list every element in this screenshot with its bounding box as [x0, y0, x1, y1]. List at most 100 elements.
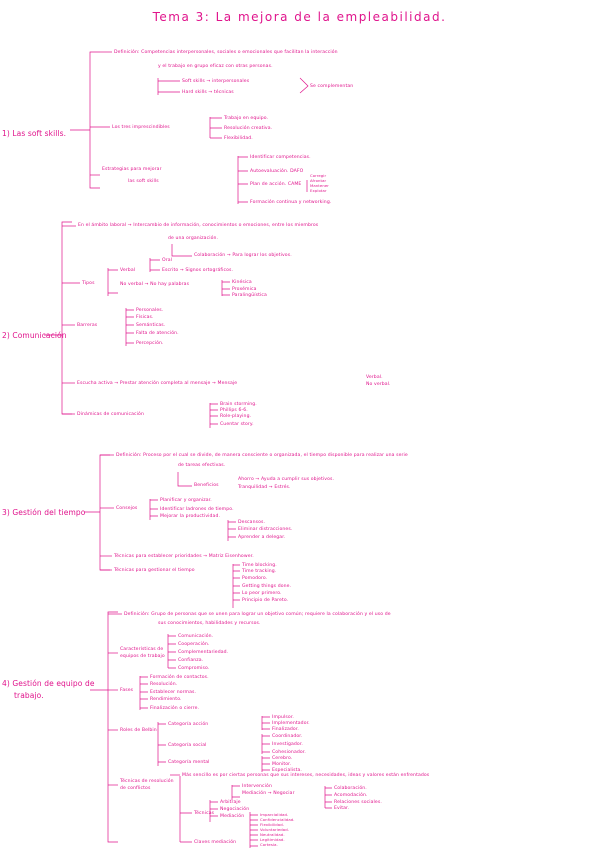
s2-types: Tipos — [82, 281, 95, 286]
section-3-heading: 3) Gestión del tiempo — [2, 508, 86, 517]
s2-dyn: Brain storming. — [220, 402, 257, 407]
s2-collab: Colaboración → Para lograr los objetivos… — [194, 253, 292, 258]
s3-tip2: Descansos. — [238, 520, 266, 525]
s1-hard: Hard skills → técnicas — [182, 90, 234, 95]
s4-cat-item: Monitor. — [272, 762, 292, 767]
s4-characteristics: Características de — [120, 647, 164, 652]
s1-soft: Soft skills → interpersonales — [182, 79, 250, 84]
s3-benefit: Tranquilidad → Estrés. — [238, 485, 291, 490]
s1-strategy: Autoevaluación. DAFO — [250, 169, 304, 174]
s2-verbal: Verbal — [120, 268, 136, 273]
s2-barrier: Físicas. — [136, 315, 154, 320]
s2-nv-item: Proxémica — [232, 287, 257, 292]
s3-tips: Consejos — [116, 506, 138, 511]
s2-message: Verbal. — [366, 375, 383, 380]
s2-oral: Oral — [162, 258, 172, 263]
s4-techniques: Técnicas de resolución — [120, 779, 174, 784]
s1-bracket — [70, 51, 100, 189]
s4-car: Confianza. — [178, 658, 204, 663]
page-title: Tema 3: La mejora de la empleabilidad. — [152, 10, 447, 24]
s3-bracket — [84, 454, 110, 571]
s4-neg: Colaboración. — [334, 786, 367, 791]
s4-neg: Evitar. — [334, 806, 350, 811]
s4-car: Cooperación. — [178, 642, 210, 647]
s4-tech-a2: Mediación → Negociar — [242, 791, 295, 796]
s4-tech-b: Arbitraje — [220, 800, 241, 805]
s4-phases: Fases — [120, 688, 134, 693]
s1-strategy: Formación continua y networking. — [250, 200, 332, 205]
s1-strategies-cont: las soft skills — [128, 179, 159, 184]
s4-key: Flexibilidad. — [260, 822, 285, 827]
s2-dyn: Cuentar story. — [220, 422, 254, 427]
s4-techniques-cont: de conflictos — [120, 786, 151, 791]
s4-characteristics-cont: equipos de trabajo — [120, 654, 165, 659]
s1-came: Mantener — [310, 183, 329, 188]
s1-strategy: Identificar competencias. — [250, 155, 311, 160]
s4-tech-b: Mediación — [220, 814, 245, 819]
s4-key: Imparcialidad. — [260, 812, 289, 817]
s2-dyn: Role-playing. — [220, 414, 252, 419]
s3-t: Pomodoro. — [242, 576, 268, 581]
s4-tech-b: Negociación — [220, 807, 250, 812]
s1-came: Corregir — [310, 173, 327, 178]
s4-phase: Establecer normas. — [150, 690, 197, 695]
s4-cat-item: Cerebro. — [272, 756, 293, 761]
s4-key: Voluntariedad. — [260, 827, 290, 832]
s3-t: Principio de Pareto. — [242, 598, 289, 603]
s4-key: Neutralidad. — [260, 832, 285, 837]
s1-strategies: Estrategias para mejorar — [102, 167, 162, 172]
s1-definition-cont: y el trabajo en grupo eficaz con otras p… — [158, 64, 273, 69]
s3-tech1: Técnicas para establecer prioridades → M… — [114, 554, 254, 559]
s4-neg: Relaciones sociales. — [334, 800, 382, 805]
s2-dynamics: Dinámicas de comunicación — [77, 412, 144, 417]
s4-cat-item: Impulsor. — [272, 715, 294, 720]
s3-benefits: Beneficios — [194, 483, 219, 488]
s2-barrier: Semánticas. — [136, 323, 166, 328]
s4-car: Complementariedad. — [178, 650, 229, 655]
s4-keys: Claves mediación — [194, 840, 237, 845]
s2-nv-item: Kinésica — [232, 280, 252, 285]
section-4-heading-cont: trabajo. — [14, 691, 44, 700]
s3-t: Time tracking. — [242, 569, 277, 574]
s3-tip: Identificar ladrones de tiempo. — [160, 507, 234, 512]
s3-tip2: Eliminar distracciones. — [238, 527, 293, 532]
s1-complement: Se complementan — [310, 84, 354, 89]
s1-three: Los tres imprescindibles — [112, 125, 170, 130]
s3-t: Lo peor primero. — [242, 591, 282, 596]
s4-phase: Finalización o cierre. — [150, 706, 200, 711]
s4-tech-a: Intervención — [242, 784, 272, 789]
s4-definition: Definición: Grupo de personas que se une… — [124, 612, 391, 617]
s4-neg: Acomodación. — [334, 793, 368, 798]
s2-barrier: Percepción. — [136, 341, 164, 346]
s4-definition-cont: sus conocimientos, habilidades y recurso… — [158, 621, 261, 626]
s4-cat-item: Investigador. — [272, 742, 303, 747]
s2-barrier: Falta de atención. — [136, 331, 179, 336]
section-1-heading: 1) Las soft skills. — [2, 129, 67, 138]
s1-three-item: Resolución creativa. — [224, 126, 273, 131]
s4-car: Comunicación. — [178, 634, 214, 639]
s4-bracket — [90, 611, 118, 843]
s2-written: Escrito → Signos ortográficos. — [162, 268, 234, 273]
s3-benefit: Ahorro → Ayuda a cumplir sus objetivos. — [238, 477, 335, 482]
s4-cat: Categoría social — [168, 743, 207, 748]
s2-nv-item: Paralingüística — [232, 293, 267, 298]
s2-nonverbal: No verbal → No hay palabras — [120, 282, 190, 287]
s4-phase: Rendimiento. — [150, 697, 182, 702]
s1-strategy: Plan de acción. CAME — [250, 182, 302, 187]
s3-definition: Definición: Proceso por el cual se divid… — [116, 453, 408, 458]
s4-phase: Resolución. — [150, 682, 178, 687]
s3-tech2: Técnicas para gestionar el tiempo — [114, 568, 195, 573]
s2-dyn: Phillips 6-6. — [220, 408, 248, 413]
s3-t: Time blocking. — [242, 563, 277, 568]
s1-three-item: Trabajo en equipo. — [224, 116, 269, 121]
s4-phase: Formación de contactos. — [150, 675, 209, 680]
s2-scope-cont: de una organización. — [168, 236, 219, 241]
s2-barriers: Barreras — [77, 323, 98, 328]
s4-cat-item: Implementador. — [272, 721, 310, 726]
s2-scope: En el ámbito laboral → Intercambio de in… — [78, 223, 319, 228]
s4-cat: Categoría acción — [168, 722, 209, 727]
s3-tip2: Aprender a delegar. — [238, 535, 286, 540]
s1-three-item: Flexibilidad. — [224, 136, 253, 141]
